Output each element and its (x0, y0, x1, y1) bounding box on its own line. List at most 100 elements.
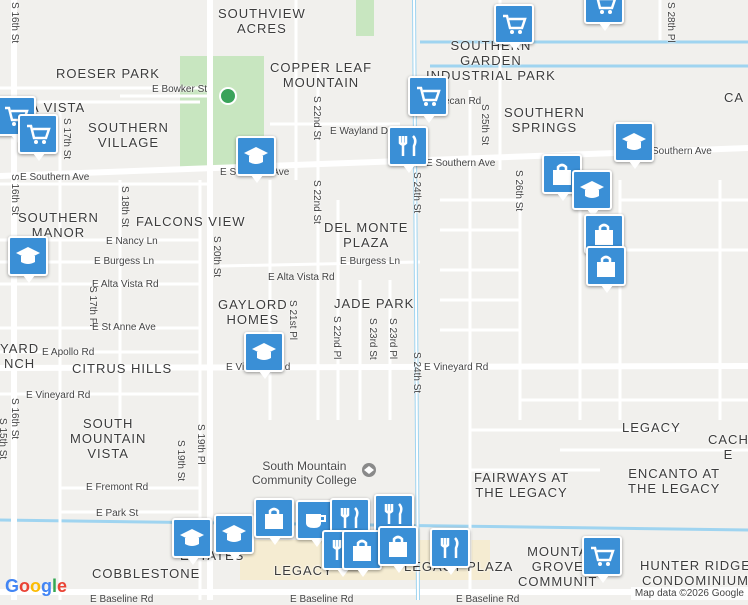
shopping-bag-icon (265, 507, 283, 529)
street-s18th: S 18th St (119, 186, 130, 228)
graduation-cap-icon (180, 529, 204, 546)
street-e-alta-vista-mid: E Alta Vista Rd (268, 272, 335, 283)
area-ca: CA (724, 90, 745, 105)
street-s28th: S 28th Pl (665, 2, 676, 43)
street-s16th-mid: S 16th St (9, 174, 20, 216)
marker-shopping-bag-3[interactable] (586, 246, 626, 293)
street-e-fremont: E Fremont Rd (86, 482, 149, 493)
marker-shopping-bag-6[interactable] (378, 526, 418, 573)
shopping-cart-icon (596, 0, 616, 14)
street-s16th-low: S 16th St (9, 398, 20, 440)
street-s17th: S 17th St (61, 118, 72, 160)
shopping-bag-icon (389, 535, 407, 557)
area-citrus-hills: CITRUS HILLS (72, 361, 173, 376)
graduation-cap-icon (222, 525, 246, 542)
street-e-southern-mid: E Southern Ave (426, 158, 496, 169)
street-e-nancy: E Nancy Ln (106, 236, 158, 247)
marker-shopping-cart-3[interactable] (408, 76, 448, 123)
street-e-park: E Park St (96, 508, 139, 519)
street-s15th: S 15th St (0, 418, 8, 460)
marker-school-4[interactable] (8, 236, 48, 283)
street-s22nd-mid: S 22nd St (311, 180, 322, 224)
fork-knife-icon (384, 503, 403, 524)
street-s24th-mid: S 24th St (411, 352, 422, 394)
street-s16th-top: S 16th St (9, 2, 20, 44)
street-e-alta-vista-left: E Alta Vista Rd (92, 279, 159, 290)
street-e-burgess-left: E Burgess Ln (94, 256, 155, 267)
park-pin-icon (219, 87, 237, 105)
street-s26th: S 26th St (513, 170, 524, 212)
street-e-apollo: E Apollo Rd (42, 347, 95, 358)
street-s17th-pl: S 17th Pl (87, 286, 98, 327)
street-s23rd-st: S 23rd St (367, 318, 378, 360)
street-s19th-pl: S 19th Pl (195, 424, 206, 465)
marker-school-7[interactable] (214, 514, 254, 561)
street-s22nd-pl: S 22nd Pl (331, 316, 342, 360)
marker-restaurant-1[interactable] (388, 126, 428, 173)
fork-knife-icon (440, 537, 459, 558)
street-s25th: S 25th St (479, 104, 490, 146)
shopping-cart-icon (417, 86, 441, 106)
shopping-cart-icon (591, 546, 615, 566)
marker-school-6[interactable] (172, 518, 212, 565)
marker-school-5[interactable] (244, 332, 284, 379)
map-attribution[interactable]: Map data ©2026 Google (630, 587, 748, 600)
marker-shopping-cart-2[interactable] (584, 0, 624, 31)
area-vista: A VISTA (30, 100, 86, 115)
fork-knife-icon (398, 135, 417, 156)
marker-shopping-cart-6[interactable] (582, 536, 622, 583)
area-roeser-park: ROESER PARK (56, 66, 160, 81)
marker-restaurant-5[interactable] (430, 528, 470, 575)
graduation-cap-icon (252, 343, 276, 360)
marker-shopping-bag-4[interactable] (254, 498, 294, 545)
street-s21st: S 21st Pl (287, 300, 298, 341)
fork-knife-icon (340, 507, 359, 528)
street-e-st-anne: E St Anne Ave (92, 322, 156, 333)
street-e-southern-far-left: E Southern Ave (20, 172, 90, 183)
street-e-vineyard-right: E Vineyard Rd (424, 362, 489, 373)
street-e-bowker: E Bowker St (152, 84, 208, 95)
coffee-cup-icon (306, 514, 326, 528)
graduation-cap-icon (244, 147, 268, 164)
area-falcons-view: FALCONS VIEW (136, 214, 246, 229)
graduation-cap-icon (622, 133, 646, 150)
marker-shopping-cart-5[interactable] (18, 114, 58, 161)
marker-school-3[interactable] (572, 170, 612, 217)
shopping-cart-icon (503, 14, 527, 34)
graduation-cap-icon (16, 247, 40, 264)
area-cobblestone: COBBLESTONE (92, 566, 201, 581)
marker-shopping-bag-5[interactable] (342, 530, 382, 577)
marker-shopping-cart-1[interactable] (494, 4, 534, 51)
street-e-southern-right: Southern Ave (652, 146, 712, 157)
shopping-bag-icon (353, 539, 371, 561)
shopping-bag-icon (597, 255, 615, 277)
marker-school-1[interactable] (236, 136, 276, 183)
graduation-cap-icon (580, 181, 604, 198)
street-pecan: ecan Rd (444, 96, 482, 107)
street-e-vineyard-left: E Vineyard Rd (26, 390, 91, 401)
area-jade-park: JADE PARK (334, 296, 415, 311)
street-e-burgess-right: E Burgess Ln (340, 256, 401, 267)
area-legacy-left: LEGACY (274, 563, 333, 578)
area-legacy: LEGACY (622, 420, 681, 435)
street-e-wayland: E Wayland D (330, 126, 388, 137)
shopping-bag-icon (553, 163, 571, 185)
marker-school-2[interactable] (614, 122, 654, 169)
